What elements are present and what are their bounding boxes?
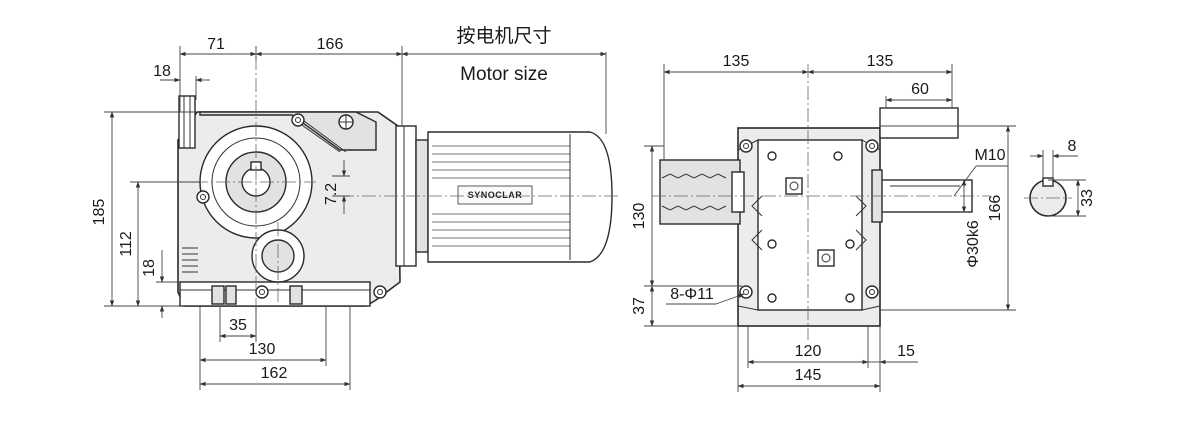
front-inner-plate (757, 139, 863, 311)
dim-166-right: 166 (987, 195, 1004, 222)
dim-18-top: 18 (153, 63, 171, 80)
bolt-boss (291, 113, 305, 127)
front-bolt (739, 285, 753, 299)
dim-135-right: 135 (867, 53, 894, 70)
bolt-boss (373, 285, 387, 299)
front-bolt (865, 139, 879, 153)
drain-plug-center (821, 253, 831, 263)
dim-shaft-dia: Φ30k6 (965, 220, 982, 268)
dim-key-height: 33 (1079, 189, 1096, 207)
thread-m10: M10 (974, 147, 1005, 164)
oil-plug (785, 177, 803, 195)
drain-plug (817, 249, 835, 267)
bolt-boss (338, 114, 354, 130)
shaft-top-block (879, 107, 959, 139)
side-view: SYNOCLAR 71 166 按电机尺寸 Motor size 18 185 … (91, 25, 620, 390)
dim-60: 60 (911, 81, 929, 98)
bolt-boss (196, 190, 210, 204)
front-bolt (739, 139, 753, 153)
rib-hatch (182, 247, 198, 273)
dim-135-left: 135 (723, 53, 750, 70)
dim-130-left: 130 (631, 203, 648, 230)
dim-162: 162 (261, 365, 288, 382)
holes-leader (715, 293, 745, 305)
dim-18: 18 (141, 259, 158, 277)
input-shaft-stub (659, 159, 741, 225)
dim-185: 185 (91, 199, 108, 226)
dim-key-width: 8 (1068, 138, 1077, 155)
front-view: 135 135 60 M10 Φ30k6 166 130 37 8-Φ1 (631, 53, 1016, 392)
side-web (751, 195, 867, 251)
left-rib (178, 95, 196, 149)
front-bolt (865, 285, 879, 299)
motor-brand-label: SYNOCLAR (468, 190, 523, 200)
title-english: Motor size (460, 64, 548, 85)
oil-plug-center (789, 181, 799, 191)
dim-15: 15 (897, 343, 915, 360)
motor-cooling-fins (432, 145, 570, 247)
base-rail (179, 281, 371, 307)
dim-120: 120 (795, 343, 822, 360)
title-chinese: 按电机尺寸 (456, 25, 551, 47)
spline-teeth (661, 173, 727, 211)
key-slot (1042, 177, 1054, 187)
foot-bolt (225, 285, 237, 305)
dim-35: 35 (229, 317, 247, 334)
foot-bolt (289, 285, 303, 305)
key-section: 8 33 (1024, 138, 1096, 217)
cover-line (299, 117, 347, 153)
bolt-boss (255, 285, 269, 299)
dim-71: 71 (207, 36, 225, 53)
dim-145: 145 (795, 367, 822, 384)
housing-screw (767, 151, 855, 303)
dim-130: 130 (249, 341, 276, 358)
motor-nameplate (457, 185, 533, 205)
holes-spec: 8-Φ11 (670, 286, 714, 303)
foot-bolt (211, 285, 225, 305)
dim-166: 166 (317, 36, 344, 53)
dim-37: 37 (631, 297, 648, 315)
dim-112: 112 (118, 231, 135, 257)
dim-7-2: 7.2 (323, 183, 340, 205)
input-shaft-collar (731, 171, 745, 213)
